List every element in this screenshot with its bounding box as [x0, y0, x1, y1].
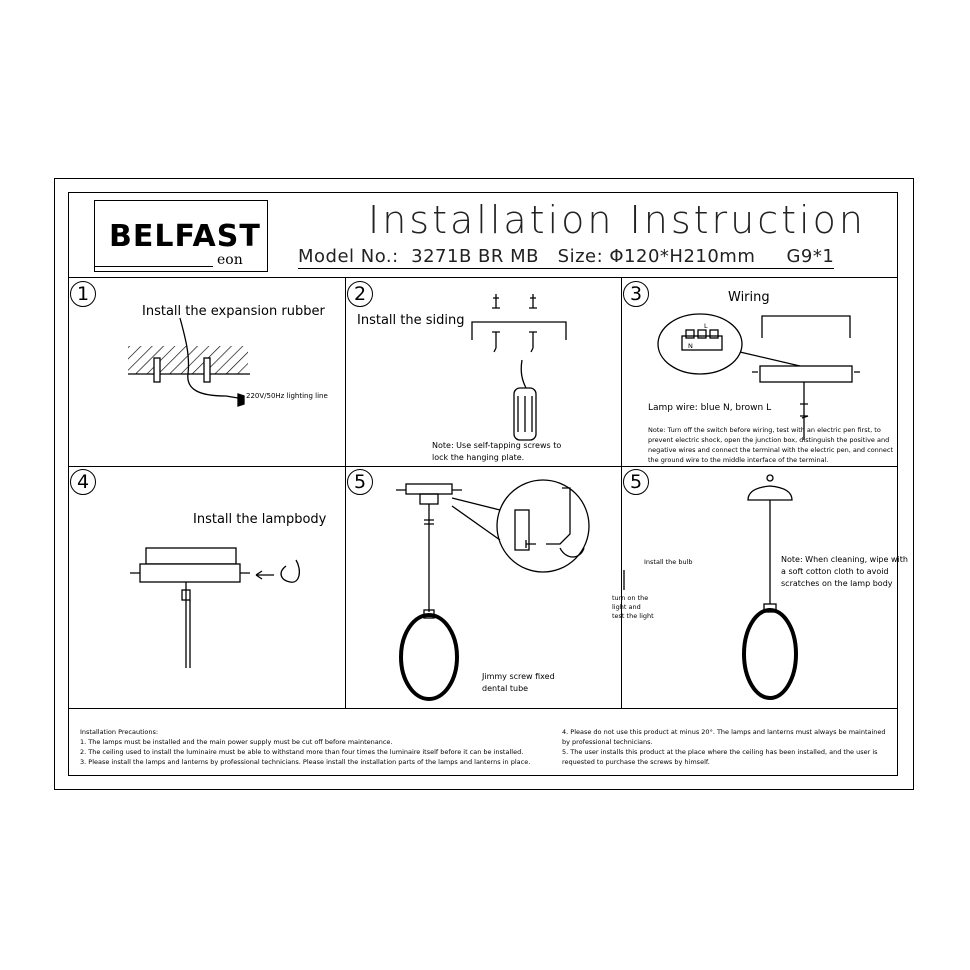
outer-frame	[54, 178, 914, 790]
hanging-lamp-diagram	[623, 474, 798, 700]
grid-line-middle	[68, 466, 898, 467]
step3-note-line3: negative wires and connect the terminal …	[648, 446, 894, 454]
step4-caption: Install the lampbody	[193, 512, 327, 527]
step-number-6: 5	[623, 469, 649, 495]
precaution-1: 1. The lamps must be installed and the m…	[80, 738, 393, 746]
step-number-5: 5	[347, 469, 373, 495]
brand-logo: BELFAST eon	[94, 200, 268, 272]
terminal-n-label: N	[688, 342, 693, 350]
step2-caption: Install the siding	[357, 313, 465, 328]
lamp-wire-label: Lamp wire: blue N, brown L	[648, 403, 772, 413]
precaution-4-line2: by professional technicians.	[562, 738, 653, 746]
turn-on-label-line3: test the light	[612, 612, 654, 620]
ceiling-hatch-diagram	[128, 317, 250, 407]
cleaning-note-line2: a soft cotton cloth to avoid	[781, 567, 889, 576]
brand-name: BELFAST	[109, 219, 261, 254]
step-number-1: 1	[70, 281, 96, 307]
lampbody-diagram	[130, 547, 301, 668]
jimmy-screw-label-line1: Jimmy screw fixed	[482, 672, 555, 681]
grid-line-v1	[345, 277, 346, 708]
model-line: Model No.: 3271B BR MB Size: Φ120*H210mm…	[298, 246, 835, 269]
install-bulb-label: Install the bulb	[644, 558, 693, 566]
pendant-detail-diagram	[396, 479, 590, 701]
grid-line-top	[68, 277, 898, 278]
step3-note-line1: Note: Turn off the switch before wiring,…	[648, 426, 881, 434]
step2-note-line1: Note: Use self-tapping screws to	[432, 441, 562, 450]
siding-diagram	[471, 294, 567, 441]
inner-frame	[68, 192, 898, 776]
step3-note-line4: the ground wire to the middle interface …	[648, 456, 829, 464]
jimmy-screw-label-line2: dental tube	[482, 684, 529, 693]
logo-rule	[95, 266, 213, 267]
cleaning-note-line1: Note: When cleaning, wipe with	[781, 555, 908, 564]
brand-sub: eon	[217, 252, 243, 268]
turn-on-label-line2: light and	[612, 603, 641, 611]
grid-line-v2	[621, 277, 622, 708]
wiring-diagram	[657, 313, 860, 440]
step-number-2: 2	[347, 281, 373, 307]
step3-note-line2: prevent electric shock, open the junctio…	[648, 436, 890, 444]
step3-caption: Wiring	[728, 290, 770, 305]
grid-line-bottom	[68, 708, 898, 709]
page-title: Installation Instruction	[368, 198, 866, 242]
cleaning-note-line3: scratches on the lamp body	[781, 579, 893, 588]
precaution-3: 3. Please install the lamps and lanterns…	[80, 758, 531, 766]
lighting-line-label: 220V/50Hz lighting line	[246, 392, 328, 400]
precaution-5-line2: requested to purchase the screws by hims…	[562, 758, 710, 766]
step-number-4: 4	[70, 469, 96, 495]
precaution-4-line1: 4. Please do not use this product at min…	[562, 728, 886, 736]
step1-caption: Install the expansion rubber	[142, 304, 325, 319]
terminal-l-label: L	[704, 322, 708, 330]
precautions-title: Installation Precautions:	[80, 728, 159, 736]
precaution-5-line1: 5. The user installs this product at the…	[562, 748, 878, 756]
step2-note-line2: lock the hanging plate.	[432, 453, 525, 462]
turn-on-label-line1: turn on the	[612, 594, 649, 602]
precaution-2: 2. The ceiling used to install the lumin…	[80, 748, 524, 756]
step-number-3: 3	[623, 281, 649, 307]
